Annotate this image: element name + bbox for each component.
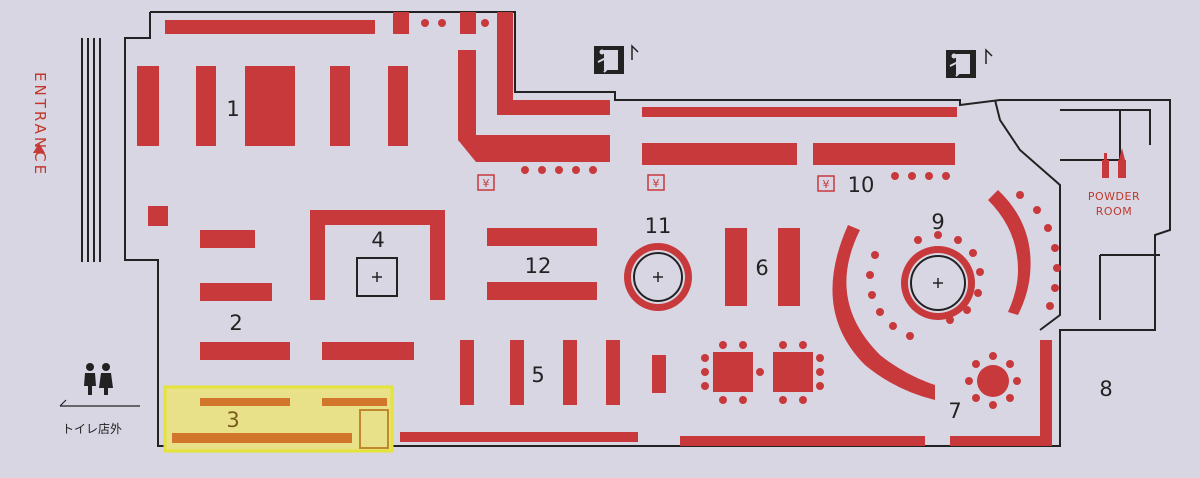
zone-3-shelves bbox=[172, 398, 389, 449]
zone-label-5: 5 bbox=[531, 363, 544, 387]
zone-label-1: 1 bbox=[226, 97, 239, 121]
zone-9-round-table bbox=[901, 246, 975, 320]
svg-text:¥: ¥ bbox=[483, 177, 490, 190]
emergency-exit-icon bbox=[946, 48, 993, 78]
entrance-label: ENTRANCE bbox=[31, 72, 49, 177]
walls bbox=[124, 11, 1171, 447]
zone-label-7: 7 bbox=[948, 399, 961, 423]
entrance-arrow-icon bbox=[33, 143, 45, 153]
svg-text:¥: ¥ bbox=[653, 177, 660, 190]
powder-room-icon bbox=[1102, 148, 1126, 178]
display-dots bbox=[421, 19, 1061, 409]
shelves bbox=[137, 12, 1052, 446]
yen-register-icon: ¥ bbox=[477, 174, 495, 191]
toilet-label: トイレ店外 bbox=[62, 422, 122, 436]
zone-labels: 1 2 3 4 5 6 7 8 9 10 11 12 bbox=[226, 97, 1112, 432]
zone-label-2: 2 bbox=[229, 311, 242, 335]
emergency-exit-icon bbox=[594, 44, 639, 74]
yen-register-icon: ¥ bbox=[817, 175, 835, 192]
zone-label-11: 11 bbox=[645, 214, 672, 238]
svg-text:¥: ¥ bbox=[823, 178, 830, 191]
toilet-arrow bbox=[59, 399, 140, 407]
zone-label-6: 6 bbox=[755, 256, 768, 280]
yen-register-icon: ¥ bbox=[647, 174, 665, 191]
zone-label-3: 3 bbox=[226, 408, 239, 432]
powder-room-label-2: ROOM bbox=[1096, 205, 1132, 218]
zone-11-round-table bbox=[624, 243, 692, 311]
zone-label-8: 8 bbox=[1099, 377, 1112, 401]
zone-label-9: 9 bbox=[931, 210, 944, 234]
entrance-lines bbox=[81, 38, 101, 262]
zone-label-10: 10 bbox=[848, 173, 875, 197]
zone-4-pillar bbox=[356, 257, 398, 297]
zone-label-4: 4 bbox=[371, 228, 384, 252]
toilet-icon bbox=[84, 363, 113, 395]
powder-room-label: POWDER bbox=[1088, 190, 1140, 203]
zone-label-12: 12 bbox=[525, 254, 552, 278]
